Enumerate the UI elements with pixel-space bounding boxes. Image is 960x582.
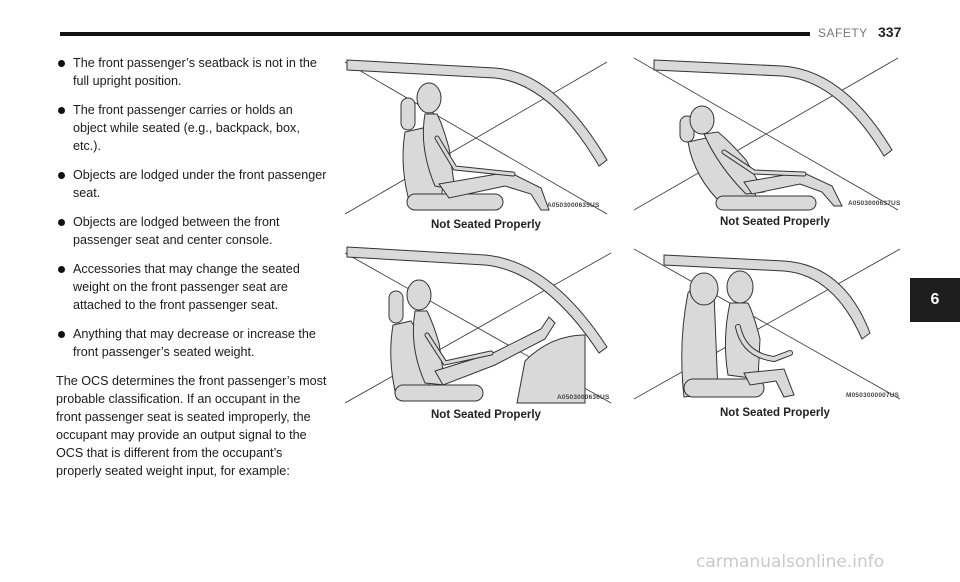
figure-caption: Not Seated Properly — [720, 407, 830, 419]
figure-reclined-passenger: A0503000635US Not Seated Properly — [345, 48, 615, 231]
watermark: carmanualsonline.info — [696, 552, 885, 572]
left-column: The front passenger’s seatback is not in… — [56, 54, 328, 480]
bullet-icon — [58, 172, 65, 179]
list-item: Objects are lodged under the front passe… — [56, 166, 328, 202]
header-rule — [60, 32, 810, 36]
bullet-icon — [58, 266, 65, 273]
bullet-icon — [58, 60, 65, 67]
bullet-text: Anything that may decrease or increase t… — [73, 327, 316, 359]
bullet-text: Objects are lodged under the front passe… — [73, 168, 327, 200]
reclined-passenger-illustration — [345, 59, 608, 215]
figure-caption: Not Seated Properly — [431, 219, 541, 231]
figure-caption: Not Seated Properly — [720, 216, 830, 228]
figure-leaning-passenger: M0503000007US Not Seated Properly — [634, 243, 904, 425]
fully-reclined-passenger-illustration — [634, 57, 899, 211]
section-label: SAFETY — [818, 26, 868, 40]
list-item: Accessories that may change the seated w… — [56, 260, 328, 314]
page-number: 337 — [878, 24, 902, 40]
list-item: Objects are lodged between the front pas… — [56, 213, 328, 249]
figure-feet-on-dashboard: A0503000636US Not Seated Properly — [345, 243, 615, 425]
figure-caption: Not Seated Properly — [431, 409, 541, 421]
figure-code: A0503000637US — [848, 200, 901, 207]
bullet-text: The front passenger carries or holds an … — [73, 103, 300, 153]
figure-fully-reclined-passenger: A0503000637US Not Seated Properly — [634, 48, 904, 230]
bullet-icon — [58, 107, 65, 114]
list-item: Anything that may decrease or increase t… — [56, 325, 328, 361]
body-paragraph: The OCS determines the front passenger’s… — [56, 374, 327, 478]
figure-code: M0503000007US — [846, 392, 900, 399]
chapter-tab: 6 — [910, 278, 960, 322]
figure-code: A0503000636US — [557, 394, 610, 401]
bullet-icon — [58, 331, 65, 338]
list-item: The front passenger carries or holds an … — [56, 101, 328, 155]
figure-code: A0503000635US — [547, 202, 600, 209]
leaning-passenger-illustration — [634, 248, 901, 400]
feet-on-dashboard-illustration — [345, 246, 612, 404]
bullet-text: Accessories that may change the seated w… — [73, 262, 300, 312]
bullet-icon — [58, 219, 65, 226]
bullet-list: The front passenger’s seatback is not in… — [56, 54, 328, 361]
bullet-text: The front passenger’s seatback is not in… — [73, 56, 317, 88]
list-item: The front passenger’s seatback is not in… — [56, 54, 328, 90]
bullet-text: Objects are lodged between the front pas… — [73, 215, 280, 247]
